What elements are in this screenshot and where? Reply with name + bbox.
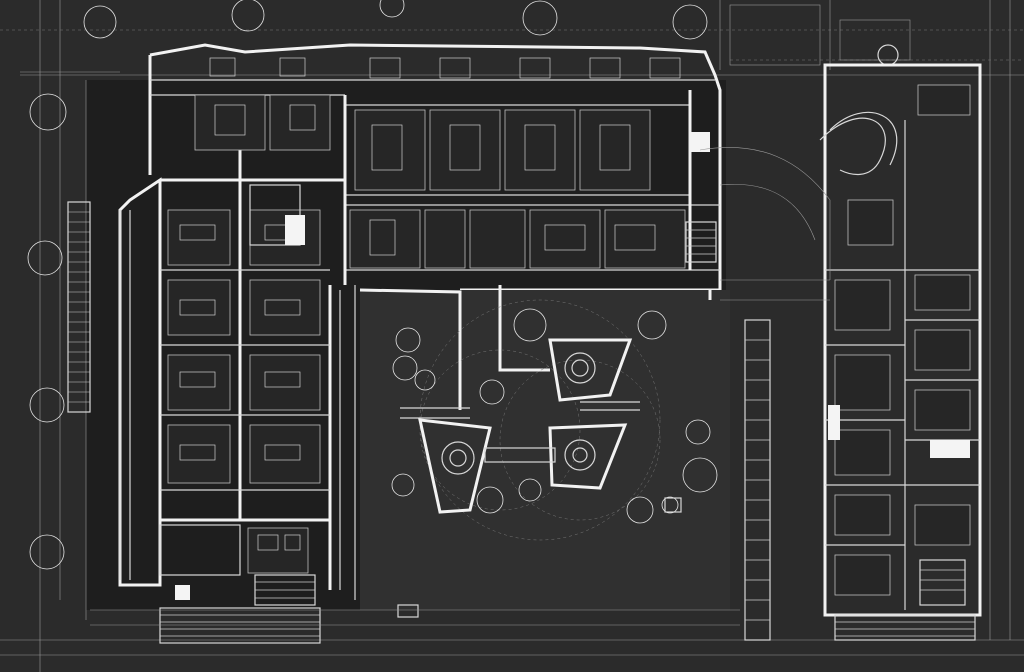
south-edge <box>90 497 740 626</box>
east-wing <box>699 63 982 641</box>
east-ramp <box>720 279 830 641</box>
courtyard-trees <box>391 308 718 524</box>
north-wing <box>148 43 722 292</box>
site-trees <box>27 0 708 570</box>
left-stair <box>67 201 91 413</box>
pavilion-west <box>418 418 492 514</box>
pavilion-east <box>548 423 628 490</box>
courtyard <box>359 285 730 618</box>
pavilion-north <box>548 338 633 402</box>
south-lobby <box>159 524 321 644</box>
west-wing <box>118 94 356 600</box>
